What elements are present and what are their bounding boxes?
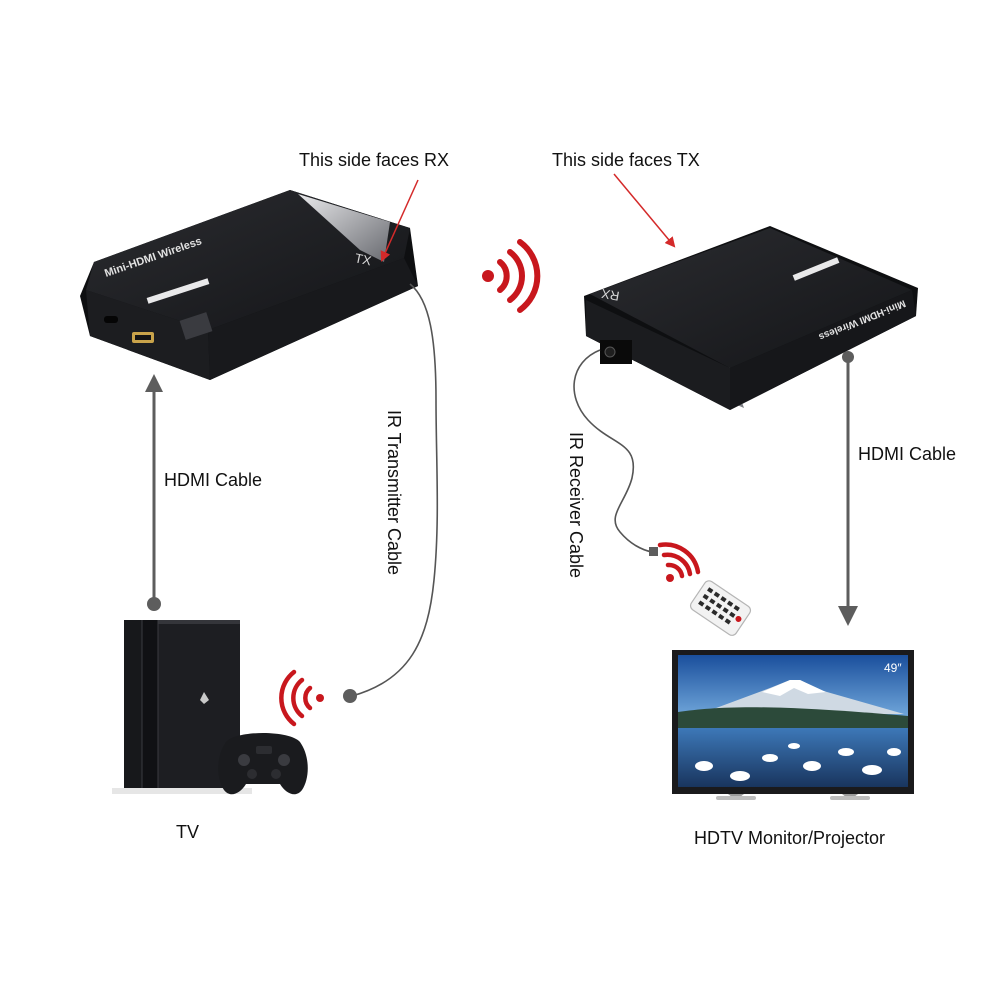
wireless-signal-icon <box>657 542 701 582</box>
console-logo-icon <box>200 692 209 704</box>
rx-badge-text: RX <box>600 286 621 304</box>
rx-side-label: This side faces TX <box>552 150 700 170</box>
remote-control-icon <box>689 580 752 636</box>
tx-badge-text: TX <box>353 250 373 268</box>
usb-port-icon <box>104 316 118 323</box>
rx-receiver-box: RX Mini-HDMI Wireless <box>584 226 918 410</box>
ir-transmitter-cable-label: IR Transmitter Cable <box>384 410 404 576</box>
tx-side-label: This side faces RX <box>299 150 450 170</box>
tx-side-pointer <box>380 179 419 262</box>
wireless-signal-icon <box>279 669 324 727</box>
swan-decoration <box>695 743 901 781</box>
ir-receiver-cable <box>573 349 658 556</box>
ir-transmitter-cable <box>343 283 439 703</box>
hdmi-cable-right <box>838 351 858 626</box>
rx-side-pointer <box>613 173 676 248</box>
hdmi-cable-right-label: HDMI Cable <box>858 444 957 464</box>
display-device-label: HDTV Monitor/Projector <box>694 828 886 848</box>
tv-size-text: 49″ <box>884 661 902 675</box>
ir-receiver-cable-label: IR Receiver Cable <box>566 432 586 579</box>
wireless-signal-icon <box>482 239 541 313</box>
hdmi-cable-left <box>145 374 163 611</box>
hdmi-cable-left-label: HDMI Cable <box>164 470 263 490</box>
hdtv-icon: 49″ <box>672 650 914 800</box>
tx-transmitter-box: Mini-HDMI Wireless TX <box>80 190 418 380</box>
qr-label-icon <box>179 312 213 340</box>
game-console-icon <box>112 620 252 794</box>
source-device-label: TV <box>176 822 200 842</box>
gamepad-icon <box>218 733 308 795</box>
